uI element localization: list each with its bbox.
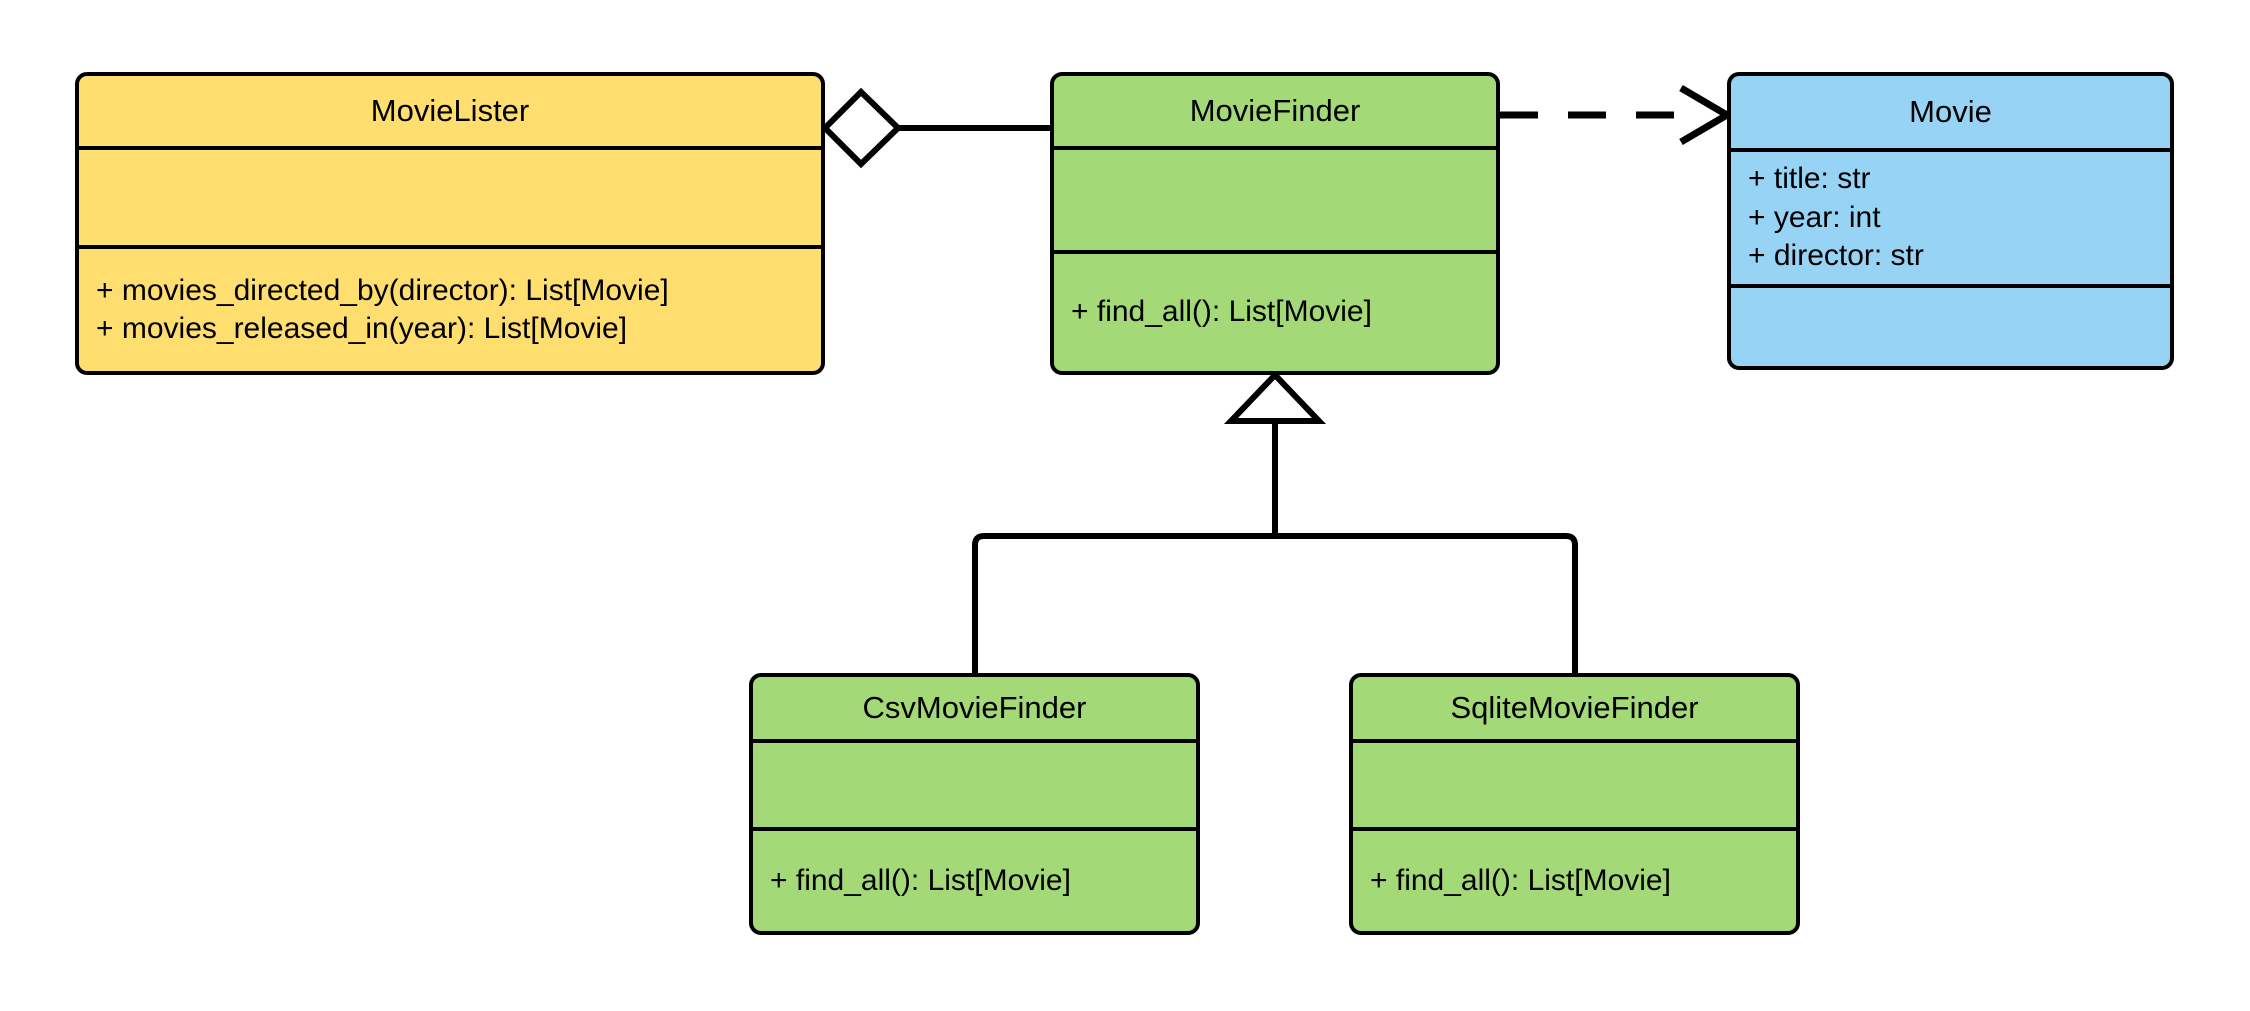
method-item: + find_all(): List[Movie] [1071,295,1372,329]
open-arrowhead-icon [1679,84,1734,146]
method-item: + find_all(): List[Movie] [770,863,1071,897]
attribute-item: + director: str [1748,239,1924,273]
class-box-movielister[interactable]: MovieLister + movies_directed_by(directo… [75,72,825,375]
hollow-diamond-icon [820,87,903,169]
method-item: + find_all(): List[Movie] [1370,863,1671,897]
class-name-csvmoviefinder: CsvMovieFinder [862,689,1087,725]
methods-compartment-sqlitemoviefinder: + find_all(): List[Movie] [1353,827,1796,931]
class-name-movielister: MovieLister [370,92,530,128]
attributes-compartment-movielister [79,146,821,245]
dependency-edge-moviefinder-movie[interactable] [1500,84,1734,146]
class-box-moviefinder[interactable]: MovieFinder + find_all(): List[Movie] [1050,72,1500,375]
inheritance-edge-tree[interactable] [972,370,1578,673]
class-box-csvmoviefinder[interactable]: CsvMovieFinder + find_all(): List[Movie] [749,673,1200,935]
methods-compartment-movielister: + movies_directed_by(director): List[Mov… [79,245,821,371]
methods-compartment-csvmoviefinder: + find_all(): List[Movie] [753,827,1196,931]
attributes-compartment-csvmoviefinder [753,739,1196,827]
attributes-compartment-moviefinder [1054,146,1496,250]
class-name-movie: Movie [1909,93,1992,129]
methods-compartment-movie [1731,284,2170,366]
attributes-compartment-sqlitemoviefinder [1353,739,1796,827]
class-box-sqlitemoviefinder[interactable]: SqliteMovieFinder + find_all(): List[Mov… [1349,673,1800,935]
class-name-moviefinder: MovieFinder [1189,92,1361,128]
class-name-sqlitemoviefinder: SqliteMovieFinder [1450,689,1699,725]
hollow-triangle-icon [1223,370,1327,424]
attribute-item: + title: str [1748,162,1871,196]
inheritance-bus [972,533,1578,673]
method-item: + movies_released_in(year): List[Movie] [96,312,628,345]
class-box-movie[interactable]: Movie + title: str + year: int + directo… [1727,72,2174,370]
attribute-item: + year: int [1748,200,1881,234]
attributes-compartment-movie: + title: str + year: int + director: str [1731,148,2170,284]
aggregation-edge-movielister-moviefinder[interactable] [820,87,1050,169]
method-item: + movies_directed_by(director): List[Mov… [96,273,669,307]
methods-compartment-moviefinder: + find_all(): List[Movie] [1054,250,1496,371]
